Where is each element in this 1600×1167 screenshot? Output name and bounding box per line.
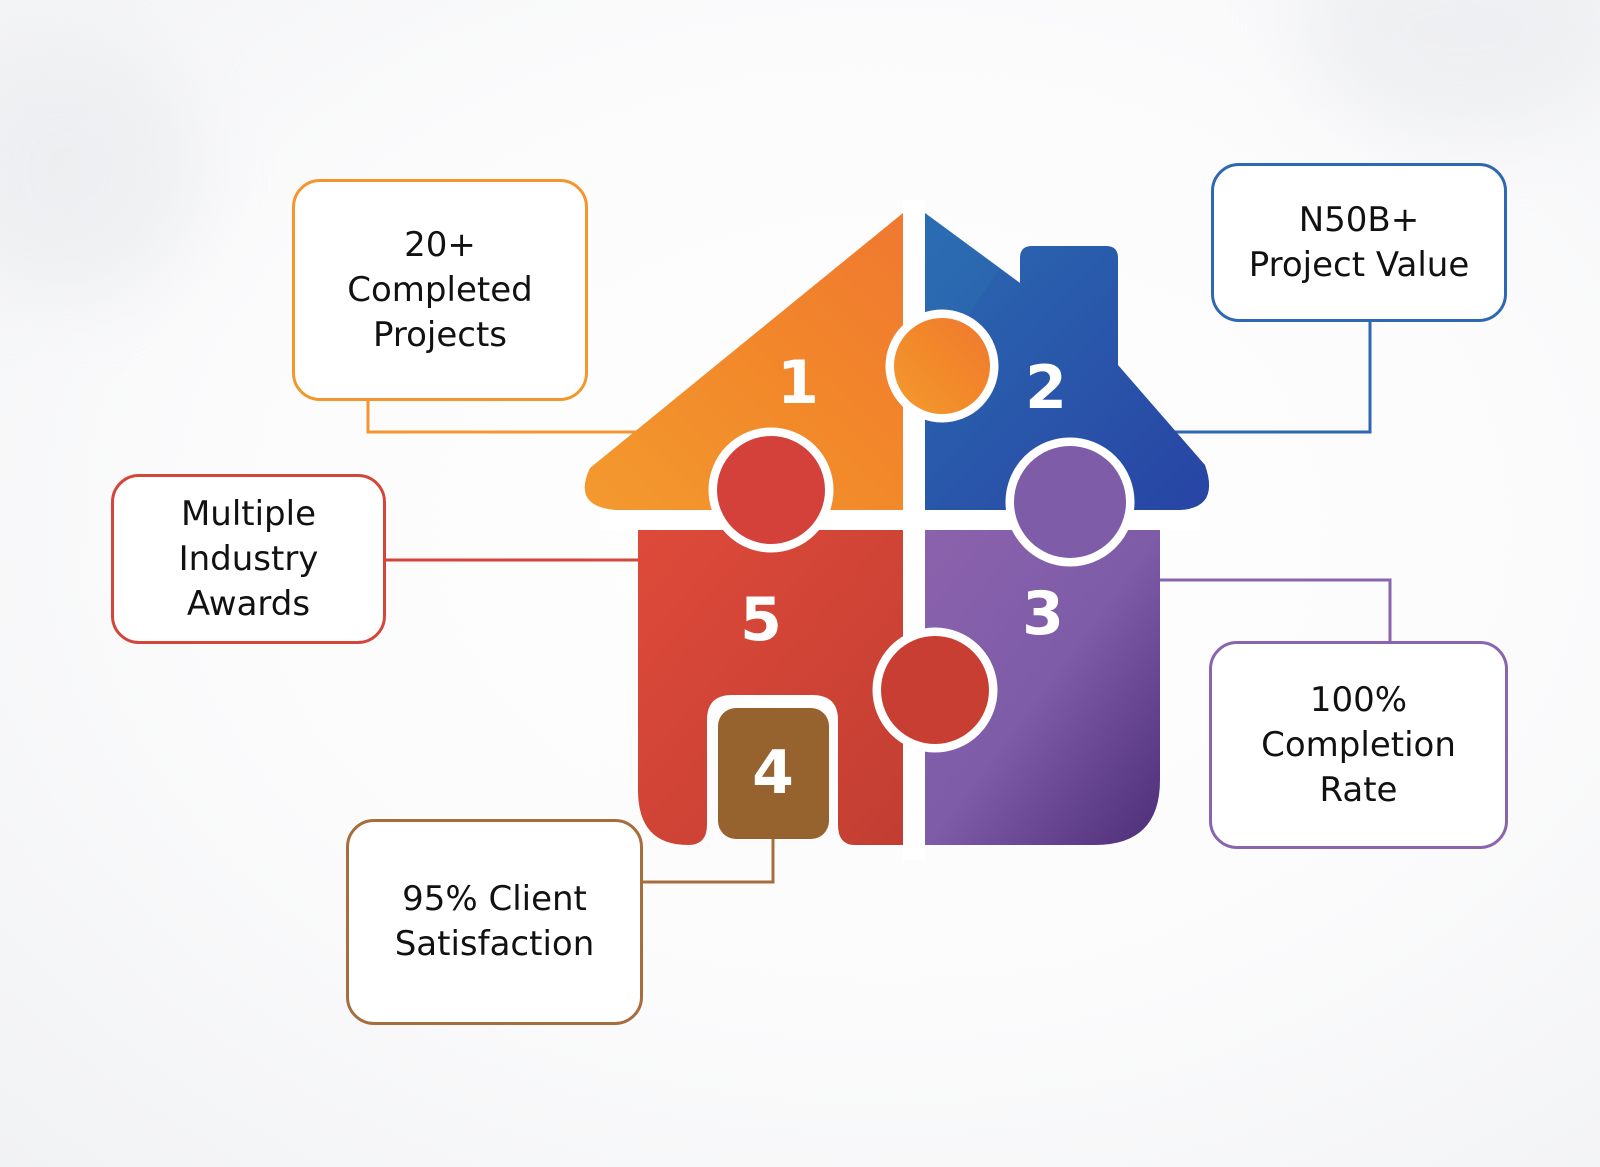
puzzle-knob-red-top-overlay	[717, 436, 825, 544]
stat-text-project-value: N50B+ Project Value	[1248, 199, 1470, 285]
stat-text-client-satisfaction: 95% Client Satisfaction	[394, 879, 595, 964]
stat-box-client-satisfaction: 95% Client Satisfaction	[346, 819, 643, 1025]
stat-text-completed-projects: 20+ Completed Projects	[347, 224, 533, 355]
piece-number-4: 4	[752, 738, 794, 808]
background-blur	[0, 40, 200, 300]
connector-line-completed-projects	[366, 398, 640, 434]
stat-box-completed-projects: 20+ Completed Projects	[292, 179, 588, 401]
stat-box-project-value: N50B+ Project Value	[1211, 163, 1507, 322]
puzzle-knob-orange-overlay	[894, 318, 990, 414]
puzzle-piece-4	[718, 708, 829, 839]
connector-line-client-satisfaction	[640, 838, 775, 884]
puzzle-piece-3	[925, 530, 1160, 845]
piece-number-2: 2	[1025, 353, 1067, 423]
stat-box-completion-rate: 100% Completion Rate	[1209, 641, 1508, 849]
puzzle-knob-purple-overlay	[1014, 446, 1126, 558]
connector-line-project-value	[1172, 322, 1372, 434]
piece-number-3: 3	[1022, 579, 1064, 649]
stat-text-completion-rate: 100% Completion Rate	[1261, 679, 1456, 810]
puzzle-piece-1	[584, 213, 903, 510]
stat-box-awards: Multiple Industry Awards	[111, 474, 386, 644]
puzzle-piece-5	[638, 530, 903, 845]
piece-number-1: 1	[777, 348, 819, 418]
connector-line-completion-rate	[1160, 578, 1392, 642]
puzzle-knob-red-right-overlay	[881, 636, 989, 744]
stat-text-awards: Multiple Industry Awards	[178, 493, 319, 624]
piece-number-5: 5	[740, 585, 782, 655]
